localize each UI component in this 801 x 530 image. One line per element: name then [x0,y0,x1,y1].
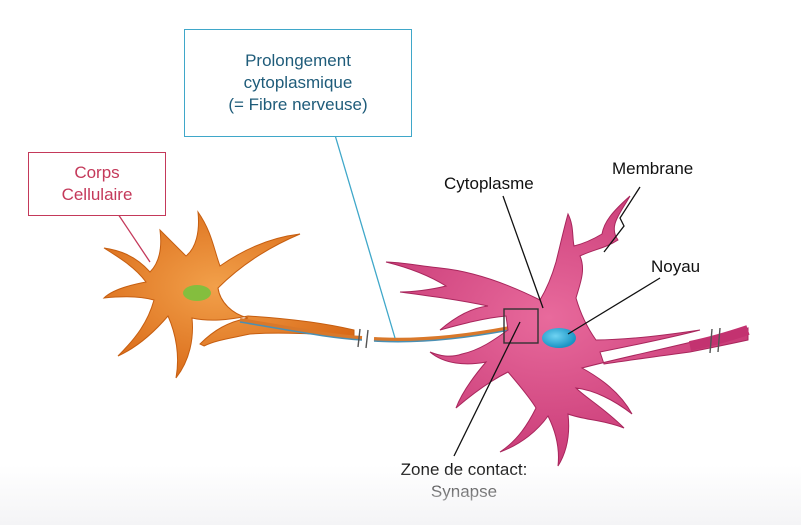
membrane-label: Membrane [612,159,694,178]
prolong-line-3: (= Fibre nerveuse) [228,95,368,114]
orange-neuron-nucleus [183,285,211,301]
cytoplasme-leader [502,195,544,309]
synapse-label: Zone de contact: Synapse [394,459,534,503]
corps-line-1: Corps [74,163,120,182]
synapse-box [503,308,539,344]
prolong-line-1: Prolongement [245,51,351,70]
noyau-label: Noyau [651,257,701,276]
pink-neuron-nucleus [542,328,576,348]
corps-cellulaire-label: Corps Cellulaire [28,152,166,216]
corps-line-2: Cellulaire [61,185,133,204]
pink-neuron [385,195,750,467]
orange-neuron [102,210,355,379]
nerve-fiber [239,318,531,349]
membrane-leader [603,186,641,253]
orange-neuron-body [102,210,355,379]
corps-leader [117,213,151,263]
prolong-leader [334,134,396,339]
leader-lines [117,134,661,457]
noyau-leader [567,277,661,335]
zone-line-2: Synapse [430,482,498,501]
prolongement-label: Prolongement cytoplasmique (= Fibre nerv… [184,29,412,137]
zone-line-1: Zone de contact: [400,460,528,479]
prolong-line-2: cytoplasmique [243,73,353,92]
zone-leader [453,321,521,457]
cytoplasme-label: Cytoplasme [444,174,534,193]
